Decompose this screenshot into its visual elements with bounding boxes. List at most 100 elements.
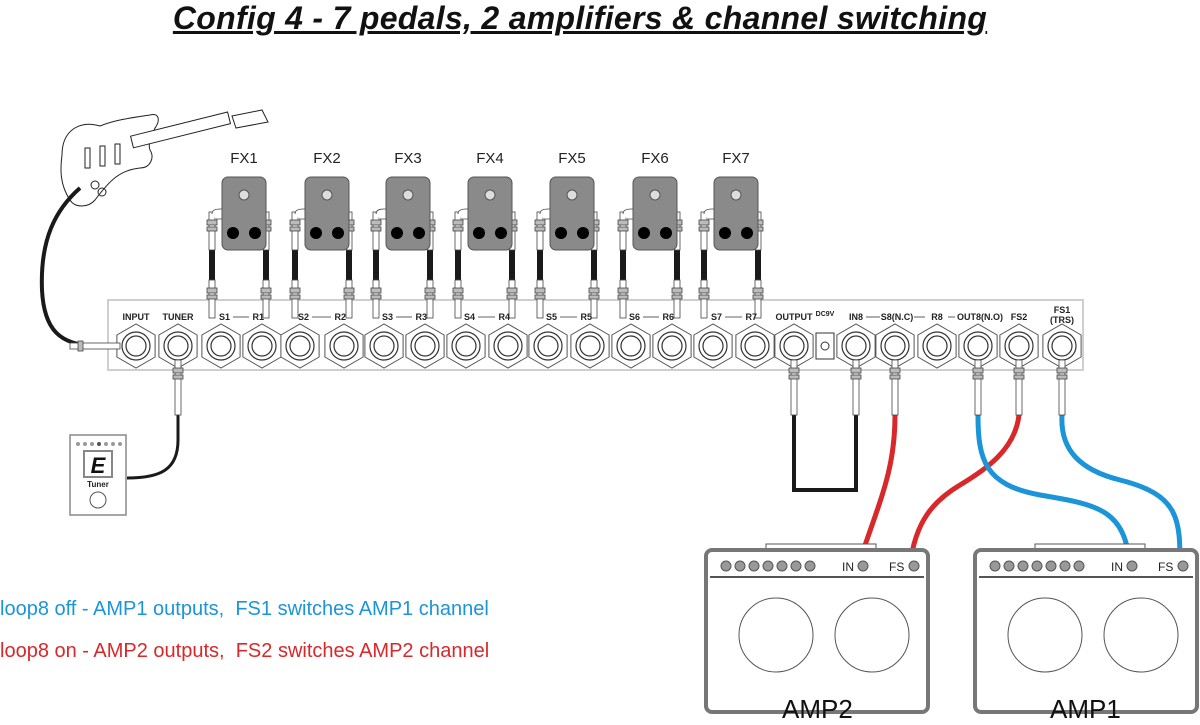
patch-plug <box>534 279 546 319</box>
diagram-title: Config 4 - 7 pedals, 2 amplifiers & chan… <box>172 0 988 36</box>
return-jack-6[interactable] <box>652 323 692 369</box>
send-jack-2[interactable] <box>280 323 320 369</box>
send-label-1: S1 <box>219 312 230 322</box>
send-label-4: S4 <box>464 312 475 322</box>
r8-jack[interactable] <box>917 323 957 369</box>
pedal-fx4[interactable]: FX4 <box>452 150 518 319</box>
pedal-knob <box>227 227 239 239</box>
amp-fs-label: FS <box>1158 560 1173 574</box>
return-patch-cable <box>427 250 433 280</box>
send-jack-1[interactable] <box>201 323 241 369</box>
s8-jack[interactable] <box>875 323 915 369</box>
dc-power-hole <box>820 341 830 351</box>
pedal-knob <box>741 227 753 239</box>
tuner-pedal: E Tuner <box>69 434 127 516</box>
send-patch-cable <box>292 250 298 280</box>
pedal-knob <box>391 227 403 239</box>
return-label-2: R2 <box>334 312 346 322</box>
in8-plug <box>850 359 862 416</box>
amp-fs-jack[interactable] <box>1177 560 1189 572</box>
blue-cable-out8-to-amp1-in <box>975 414 1133 567</box>
pedal-fx1[interactable]: FX1 <box>206 150 272 319</box>
pedal-fx5[interactable]: FX5 <box>534 150 600 319</box>
amp-in-label: IN <box>842 560 854 574</box>
pedal-led <box>566 189 578 201</box>
pedal-led <box>321 189 333 201</box>
amp-fs-jack[interactable] <box>908 560 920 572</box>
return-jack-7[interactable] <box>735 323 775 369</box>
amp-knob <box>790 560 802 572</box>
amp-amp1: IN FS <box>973 543 1199 714</box>
amp-knob <box>804 560 816 572</box>
red-cable-s8-to-amp2-in <box>857 414 898 561</box>
pedal-knob <box>660 227 672 239</box>
send-jack-6[interactable] <box>611 323 651 369</box>
in8-jack[interactable] <box>836 323 876 369</box>
pedal-label: FX4 <box>476 150 504 167</box>
pedal-led <box>730 189 742 201</box>
amp-in-jack[interactable] <box>857 560 869 572</box>
return-patch-cable <box>755 250 761 280</box>
pedal-fx3[interactable]: FX3 <box>370 150 436 319</box>
tuner-cable <box>126 400 180 480</box>
amp-knob <box>1059 560 1071 572</box>
pedal-label: FX2 <box>313 150 341 167</box>
return-jack-2[interactable] <box>324 323 364 369</box>
input-plug <box>69 342 121 350</box>
patch-plug <box>752 279 764 319</box>
return-jack-5[interactable] <box>570 323 610 369</box>
patch-plug <box>698 279 710 319</box>
amp1-label: AMP1 <box>1050 694 1121 724</box>
send-patch-cable <box>620 250 626 280</box>
return-patch-cable <box>346 250 352 280</box>
patch-plug <box>698 211 710 251</box>
pedal-knob <box>638 227 650 239</box>
return-jack-3[interactable] <box>405 323 445 369</box>
loop-cable-output-to-in8 <box>792 400 858 492</box>
red-cable-fs2-to-amp2-fs <box>907 414 1022 567</box>
fs1-trs-label: (TRS) <box>1050 315 1074 325</box>
send-jack-5[interactable] <box>528 323 568 369</box>
return-jack-4[interactable] <box>488 323 528 369</box>
in8-label: IN8 <box>849 312 863 322</box>
amp-in-jack[interactable] <box>1126 560 1138 572</box>
send-jack-3[interactable] <box>364 323 404 369</box>
amp-knob <box>1003 560 1015 572</box>
amp-knob <box>1017 560 1029 572</box>
return-patch-cable <box>509 250 515 280</box>
pedal-knob <box>577 227 589 239</box>
pedal-knob <box>413 227 425 239</box>
pedal-fx2[interactable]: FX2 <box>289 150 355 319</box>
amp-knob <box>748 560 760 572</box>
patch-plug <box>343 279 355 319</box>
out8-plug <box>972 359 984 416</box>
amp-knob <box>989 560 1001 572</box>
amp-in-label: IN <box>1111 560 1123 574</box>
s8-label: S8(N.C) <box>881 312 914 322</box>
pedal-knob <box>495 227 507 239</box>
input-jack[interactable] <box>116 323 156 369</box>
amp-fs-label: FS <box>889 560 904 574</box>
r8-label: R8 <box>931 312 943 322</box>
fs2-jack[interactable] <box>999 323 1039 369</box>
send-patch-cable <box>209 250 215 280</box>
pedal-label: FX3 <box>394 150 422 167</box>
fs1-label: FS1 <box>1054 305 1071 315</box>
pedal-body <box>221 176 267 251</box>
pedal-knob <box>332 227 344 239</box>
send-jack-7[interactable] <box>693 323 733 369</box>
amp-speaker <box>1007 597 1083 673</box>
pedal-fx7[interactable]: FX7 <box>698 150 764 319</box>
guitar-icon <box>60 109 269 207</box>
return-label-7: R7 <box>745 312 757 322</box>
pedal-led <box>238 189 250 201</box>
send-patch-cable <box>455 250 461 280</box>
amp-knob <box>1031 560 1043 572</box>
send-jack-4[interactable] <box>446 323 486 369</box>
output-label: OUTPUT <box>776 312 814 322</box>
pedal-fx6[interactable]: FX6 <box>617 150 683 319</box>
return-patch-cable <box>674 250 680 280</box>
return-label-3: R3 <box>415 312 427 322</box>
s8-plug <box>889 359 901 416</box>
amp-knob <box>1073 560 1085 572</box>
